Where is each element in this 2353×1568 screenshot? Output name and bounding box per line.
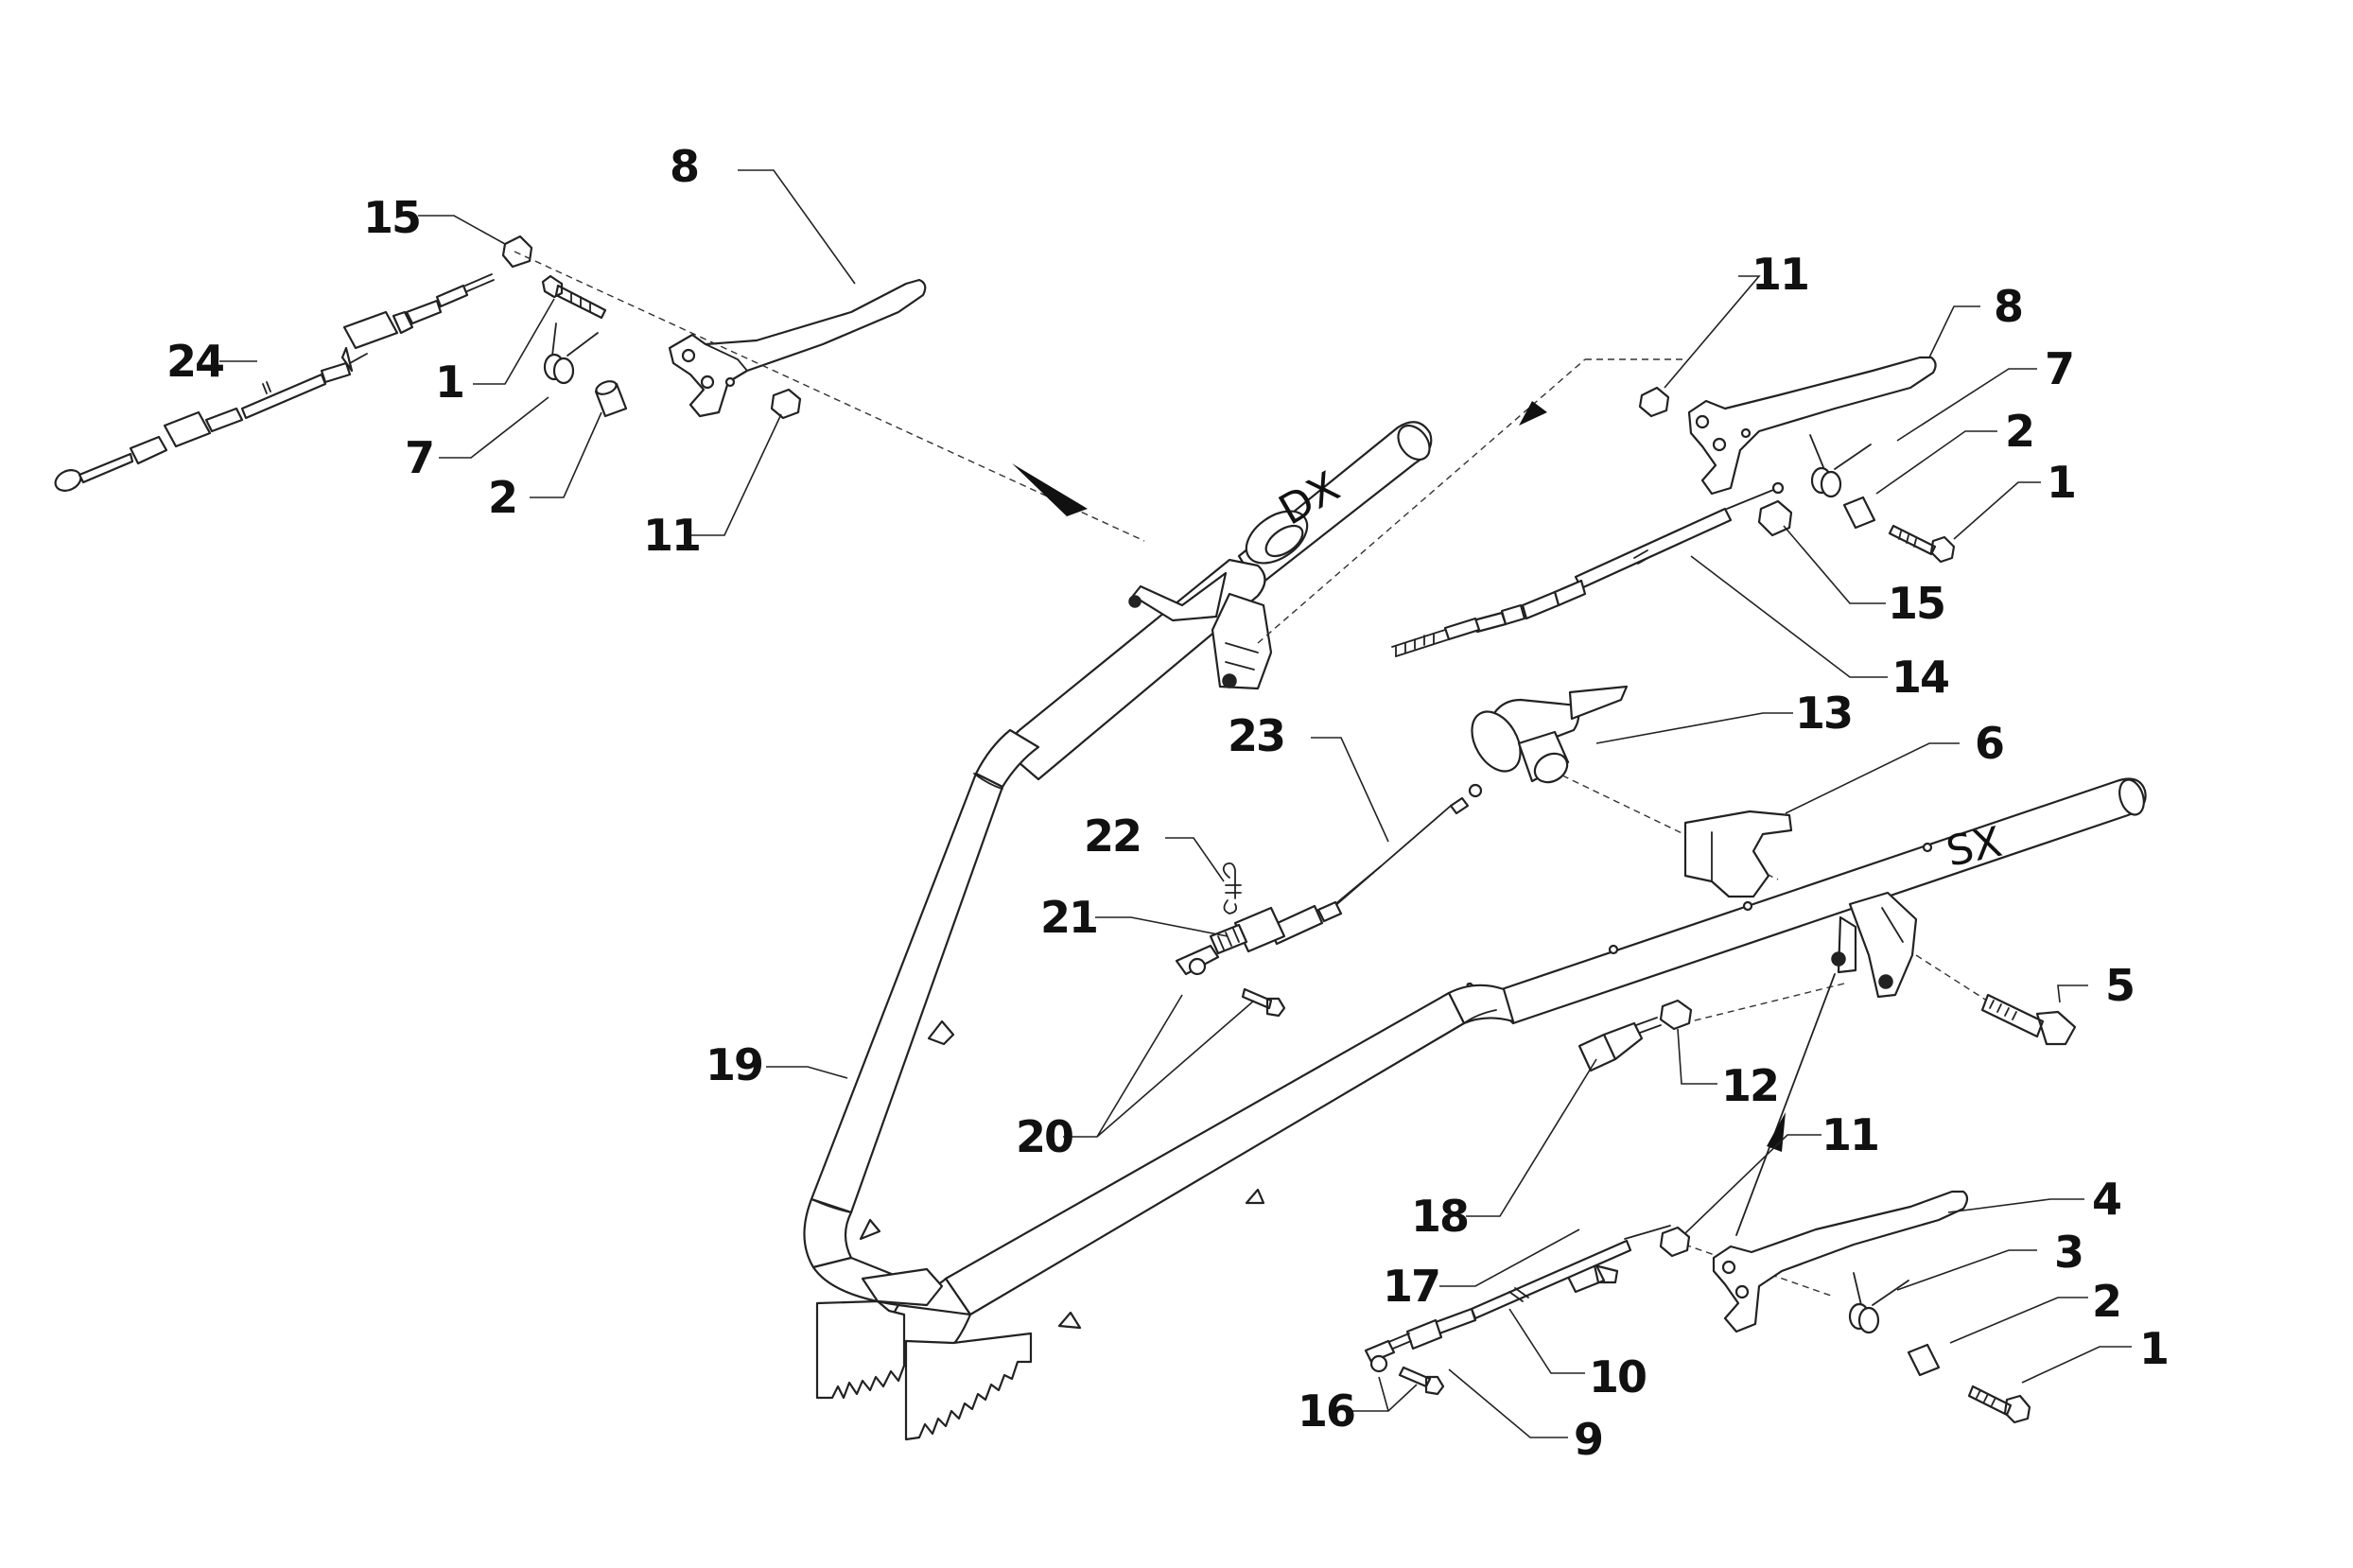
- callout-19: 19: [706, 1039, 762, 1090]
- callout-23: 23: [1228, 710, 1284, 761]
- spring-7-a: [543, 322, 599, 385]
- callout-8: 8: [1994, 281, 2022, 332]
- mount-plate-right: [815, 1299, 906, 1400]
- bottom-right-assembly: [1364, 973, 2031, 1424]
- cable-23: [1267, 796, 1470, 946]
- callout-4: 4: [2092, 1174, 2120, 1225]
- screw-5: [1980, 993, 2077, 1046]
- nut-11-c: [1659, 1226, 1691, 1258]
- callout-14: 14: [1891, 652, 1948, 703]
- callout-16: 16: [1298, 1385, 1354, 1437]
- callout-2: 2: [2092, 1276, 2120, 1327]
- tube-clip-4: [1057, 1311, 1082, 1330]
- spring-7-b: [1809, 434, 1872, 498]
- pin-16: [1398, 1366, 1445, 1396]
- sx-bar-end: [2118, 778, 2145, 816]
- callout-15: 15: [1888, 578, 1944, 629]
- bottom-corner-right: [803, 1197, 853, 1269]
- dx-leg: [810, 772, 1004, 1214]
- callout-18: 18: [1411, 1191, 1468, 1242]
- callout-11: 11: [643, 510, 700, 561]
- tube-clip-2: [859, 1218, 881, 1241]
- bushing-2-c: [1907, 1343, 1941, 1377]
- callout-9: 9: [1574, 1414, 1602, 1465]
- callout-15: 15: [363, 192, 420, 243]
- callout-10: 10: [1589, 1351, 1646, 1402]
- lever-8-a: [668, 278, 927, 418]
- callout-2: 2: [488, 472, 516, 523]
- callout-2: 2: [2005, 406, 2033, 457]
- adjuster-18: [1577, 1021, 1644, 1072]
- cable-24: [54, 273, 495, 492]
- bolt-1-b: [1888, 524, 1956, 564]
- handlebar-frame: [803, 421, 2147, 1441]
- center-assembly: [1175, 685, 1793, 1018]
- sx-lever-hub: [1831, 891, 1918, 999]
- callout-22: 22: [1084, 810, 1141, 862]
- callout-11: 11: [1752, 249, 1808, 300]
- callout-17: 17: [1383, 1261, 1439, 1312]
- tube-clip-1: [927, 1019, 955, 1046]
- callout-8: 8: [670, 141, 698, 192]
- callout-5: 5: [2105, 960, 2134, 1011]
- sx-bar-upper: [1494, 777, 2147, 1025]
- bolt-1-c: [1967, 1385, 2031, 1424]
- callout-24: 24: [166, 336, 223, 387]
- cover-6: [1683, 810, 1793, 898]
- clevis-21: [1175, 906, 1286, 976]
- cable-14: [1391, 481, 1785, 657]
- callout-20: 20: [1016, 1111, 1072, 1162]
- callout-1: 1: [2139, 1323, 2168, 1374]
- nut-11-b: [1638, 386, 1670, 418]
- dx-bar-end: [1397, 424, 1431, 462]
- callout-12: 12: [1721, 1060, 1778, 1111]
- callout-21: 21: [1040, 892, 1097, 943]
- knob-13: [1468, 685, 1629, 798]
- bushing-2-b: [1842, 496, 1876, 530]
- callout-1: 1: [435, 357, 463, 408]
- cable-10: [1364, 1225, 1671, 1364]
- nut-15-a: [501, 235, 533, 269]
- upper-left-assembly: [54, 235, 1145, 542]
- mount-plate-left: [904, 1332, 1033, 1441]
- tube-clip-3: [1245, 1188, 1265, 1205]
- callout-1: 1: [2047, 457, 2075, 508]
- callout-13: 13: [1795, 688, 1852, 739]
- sx-bar-holes: [1608, 842, 1933, 955]
- upper-right-assembly: [1257, 356, 1956, 657]
- callout-11: 11: [1821, 1109, 1878, 1160]
- leader-lines: [219, 169, 2132, 1438]
- callout-7: 7: [405, 432, 433, 483]
- nut-11-a: [770, 388, 802, 420]
- lever-4: [1712, 1190, 1969, 1333]
- callout-3: 3: [2054, 1227, 2083, 1278]
- right-middle-parts: [1577, 954, 2077, 1072]
- spring-3: [1848, 1272, 1909, 1334]
- dx-lever-hub: [1128, 510, 1309, 690]
- callout-numbers: 8 15 24 1 7 2 11 11 8 7 2 1 15 14 13 6 2…: [166, 141, 2170, 1465]
- nut-15-b: [1757, 499, 1793, 537]
- bolt-1-a: [541, 274, 607, 320]
- spring-22: [1222, 862, 1242, 915]
- lever-8-b: [1687, 356, 1937, 496]
- nut-12: [1659, 999, 1693, 1031]
- sx-label: SX: [1943, 818, 2006, 877]
- pin-20: [1241, 987, 1286, 1018]
- callout-6: 6: [1975, 718, 2003, 769]
- callout-7: 7: [2045, 343, 2073, 394]
- mount-bracket: [861, 1267, 944, 1307]
